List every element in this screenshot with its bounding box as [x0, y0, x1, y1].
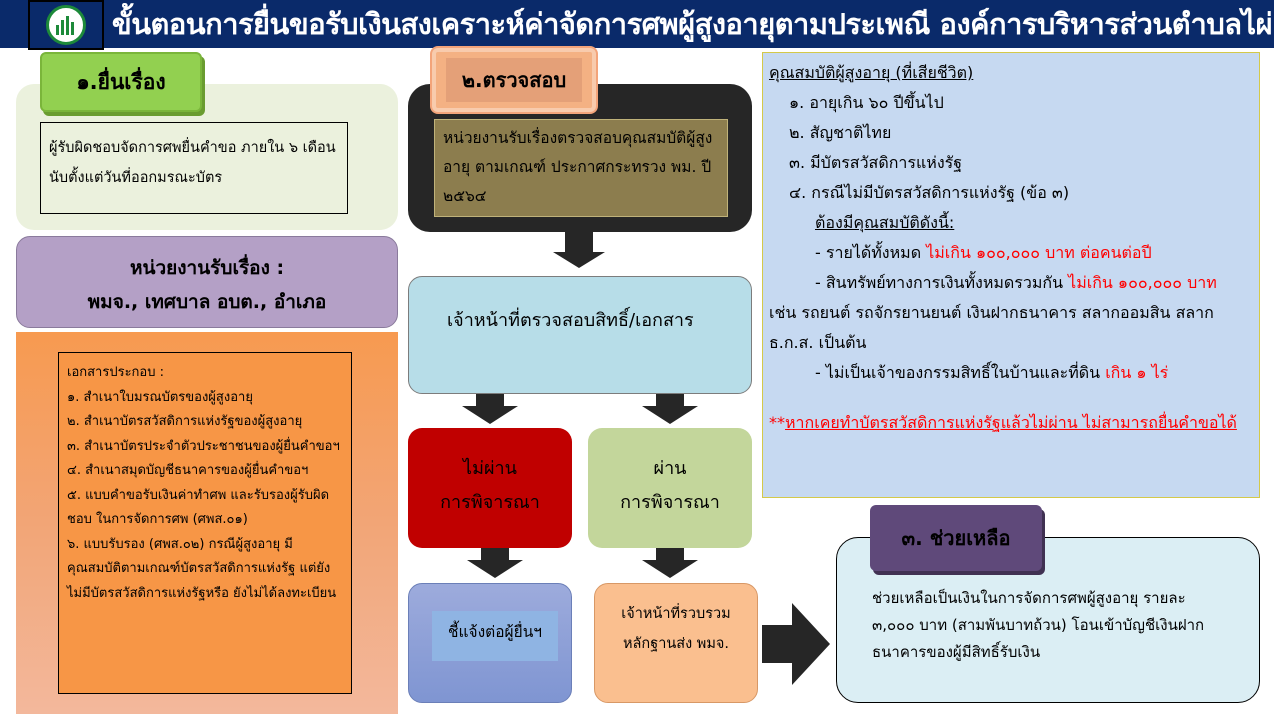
- logo-frame: [28, 0, 104, 50]
- document-item: ๕. แบบคำขอรับเงินค่าทำศพ และรับรองผู้รับ…: [67, 487, 330, 528]
- header-bar: [0, 0, 1274, 48]
- documents-box: เอกสารประกอบ : ๑. สำเนาใบมรณบัตรของผู้สู…: [58, 352, 352, 694]
- organization-logo-icon: [46, 5, 86, 45]
- step2-label-text: ๒.ตรวจสอบ: [446, 58, 582, 102]
- income-condition-text: - รายได้ทั้งหมด: [815, 243, 927, 262]
- arrow-down-icon: [462, 394, 518, 424]
- step3-label: ๓. ช่วยเหลือ: [870, 505, 1042, 571]
- note-text: หากเคยทำบัตรสวัสดิการแห่งรัฐแล้วไม่ผ่าน …: [785, 413, 1237, 432]
- qualification-item: ๔. กรณีไม่มีบัตรสวัสดิการแห่งรัฐ (ข้อ ๓): [789, 183, 1070, 202]
- land-limit: เกิน ๑ ไร่: [1105, 363, 1169, 382]
- step2-label: ๒.ตรวจสอบ: [432, 48, 596, 112]
- collect-evidence-box: เจ้าหน้าที่รวบรวม หลักฐานส่ง พมจ.: [594, 583, 758, 703]
- assets-condition: - สินทรัพย์ทางการเงินทั้งหมดรวมกัน ไม่เก…: [769, 268, 1253, 298]
- qualifications-box: คุณสมบัติผู้สูงอายุ (ที่เสียชีวิต) ๑. อา…: [762, 52, 1260, 498]
- step1-description: ผู้รับผิดชอบจัดการศพยื่นคำขอ ภายใน ๖ เดื…: [40, 122, 348, 214]
- agency-list: พมจ., เทศบาล อบต., อำเภอ: [87, 291, 327, 313]
- ineligibility-note: **หากเคยทำบัตรสวัสดิการแห่งรัฐแล้วไม่ผ่า…: [769, 410, 1253, 436]
- step1-label: ๑.ยื่นเรื่อง: [40, 52, 202, 112]
- documents-heading: เอกสารประกอบ :: [67, 365, 164, 380]
- collect-line2: หลักฐานส่ง พมจ.: [595, 629, 757, 659]
- land-condition: - ไม่เป็นเจ้าของกรรมสิทธิ์ในบ้านและที่ดิ…: [769, 358, 1253, 388]
- land-condition-text: - ไม่เป็นเจ้าของกรรมสิทธิ์ในบ้านและที่ดิ…: [815, 363, 1106, 382]
- logo-emblem-icon: [56, 16, 74, 35]
- income-limit: ไม่เกิน ๑๐๐,๐๐๐ บาท ต่อคนต่อปี: [926, 243, 1152, 262]
- fail-label: ไม่ผ่าน: [463, 458, 517, 479]
- notify-applicant-text: ชี้แจ้งต่อผู้ยื่นฯ: [432, 611, 558, 661]
- fail-box: ไม่ผ่าน การพิจารณา: [408, 428, 572, 548]
- pass-sublabel: การพิจารณา: [620, 492, 720, 513]
- pass-box: ผ่าน การพิจารณา: [588, 428, 752, 548]
- step2-description: หน่วยงานรับเรื่องตรวจสอบคุณสมบัติผู้สูงอ…: [434, 119, 728, 217]
- document-item: ๔. สำเนาสมุดบัญชีธนาคารของผู้ยื่นคำขอฯ: [67, 463, 309, 478]
- arrow-down-icon: [642, 548, 698, 578]
- document-item: ๓. สำเนาบัตรประจำตัวประชาชนของผู้ยื่นคำข…: [67, 438, 340, 454]
- agency-heading: หน่วยงานรับเรื่อง :: [129, 257, 285, 279]
- arrow-down-icon: [642, 394, 698, 424]
- qualification-item: ๒. สัญชาติไทย: [789, 123, 892, 142]
- page-title: ขั้นตอนการยื่นขอรับเงินสงเคราะห์ค่าจัดกา…: [111, 7, 1273, 41]
- step3-description: ช่วยเหลือเป็นเงินในการจัดการศพผู้สูงอายุ…: [872, 589, 1205, 661]
- fail-sublabel: การพิจารณา: [440, 492, 540, 513]
- assets-examples: เช่น รถยนต์ รถจักรยานยนต์ เงินฝากธนาคาร …: [769, 303, 1214, 322]
- qualification-item: ๑. อายุเกิน ๖๐ ปีขึ้นไป: [789, 93, 944, 112]
- income-condition: - รายได้ทั้งหมด ไม่เกิน ๑๐๐,๐๐๐ บาท ต่อค…: [769, 238, 1253, 268]
- qualifications-title: คุณสมบัติผู้สูงอายุ (ที่เสียชีวิต): [769, 63, 974, 82]
- qualification-item: ๓. มีบัตรสวัสดิการแห่งรัฐ: [789, 153, 963, 172]
- assets-condition-text: - สินทรัพย์ทางการเงินทั้งหมดรวมกัน: [815, 273, 1069, 292]
- document-item: ๒. สำเนาบัตรสวัสดิการแห่งรัฐของผู้สูงอาย…: [67, 414, 303, 429]
- collect-line2-text: หลักฐานส่ง พมจ.: [622, 636, 730, 652]
- assets-limit: ไม่เกิน ๑๐๐,๐๐๐ บาท: [1068, 273, 1217, 292]
- document-item: ๖. แบบรับรอง (ศพส.๐๒) กรณีผู้สูงอายุ มีค…: [67, 536, 337, 601]
- arrow-down-icon: [467, 548, 523, 578]
- pass-label: ผ่าน: [653, 458, 687, 479]
- receiving-agency-box: หน่วยงานรับเรื่อง : พมจ., เทศบาล อบต., อ…: [16, 236, 398, 328]
- arrow-right-icon: [762, 603, 830, 685]
- collect-line1: เจ้าหน้าที่รวบรวม: [621, 606, 731, 622]
- document-item: ๑. สำเนาใบมรณบัตรของผู้สูงอายุ: [67, 389, 253, 405]
- assets-examples-cont: ธ.ก.ส. เป็นต้น: [769, 333, 867, 352]
- qualification-condition-heading: ต้องมีคุณสมบัติดังนี้:: [815, 213, 955, 232]
- officer-check-box: เจ้าหน้าที่ตรวจสอบสิทธิ์/เอกสาร: [408, 276, 752, 394]
- note-stars: **: [769, 413, 785, 432]
- arrow-down-icon: [553, 232, 605, 268]
